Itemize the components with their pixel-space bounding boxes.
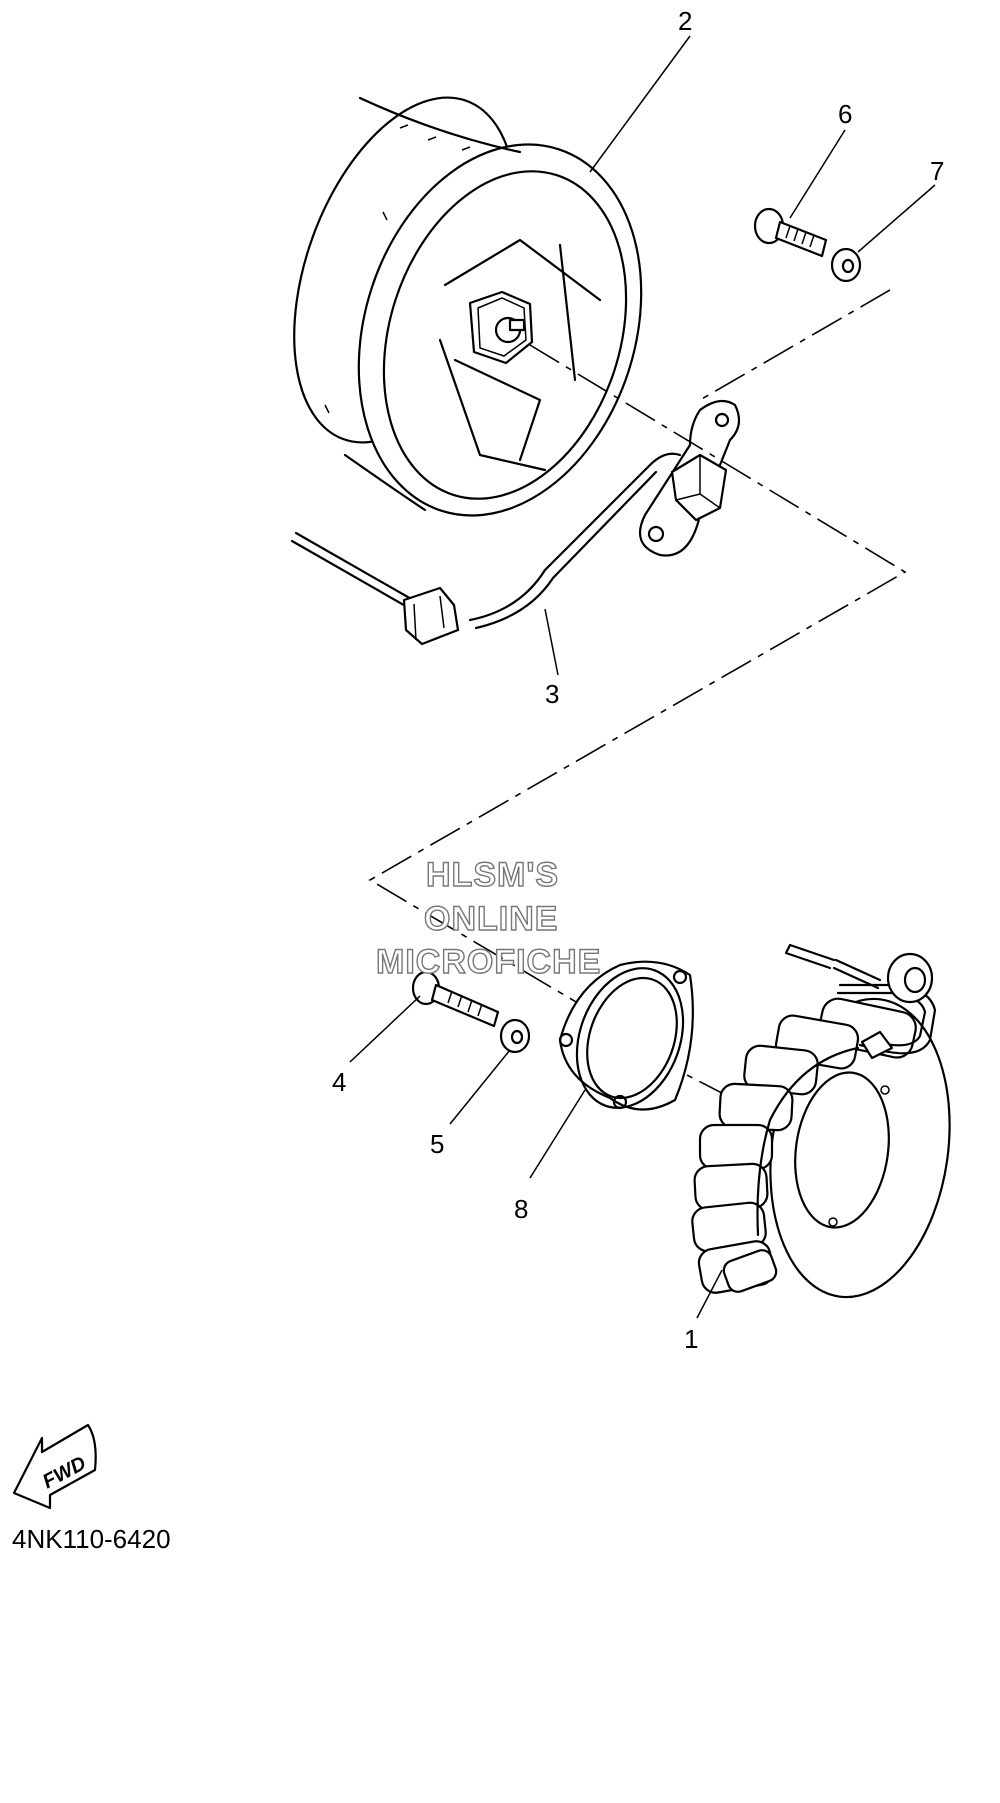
callout-1: 1 <box>684 1324 698 1354</box>
part-2-rotor[interactable] <box>251 67 687 552</box>
watermark-line-1: HLSM'S <box>426 856 559 894</box>
callout-7: 7 <box>930 156 944 186</box>
callout-6: 6 <box>838 99 852 129</box>
part-6-screw[interactable] <box>753 207 828 258</box>
watermark-line-3: MICROFICHE <box>376 943 601 981</box>
callouts: 2 6 7 3 4 5 8 1 <box>332 6 944 1354</box>
part-8-gasket[interactable] <box>558 953 701 1123</box>
callout-3: 3 <box>545 679 559 709</box>
callout-4: 4 <box>332 1067 346 1097</box>
callout-8: 8 <box>514 1194 528 1224</box>
watermark: HLSM'S ONLINE MICROFICHE <box>375 855 601 981</box>
part-1-stator[interactable] <box>691 943 968 1309</box>
watermark-line-2: ONLINE <box>424 900 558 938</box>
part-3-pickup-coil[interactable] <box>290 399 741 646</box>
callout-5: 5 <box>430 1129 444 1159</box>
callout-2: 2 <box>678 6 692 36</box>
diagram-code: 4NK110-6420 <box>12 1524 171 1554</box>
fwd-arrow-icon: FWD <box>12 1423 97 1510</box>
part-5-washer[interactable] <box>499 1018 531 1054</box>
part-7-washer[interactable] <box>830 247 862 283</box>
